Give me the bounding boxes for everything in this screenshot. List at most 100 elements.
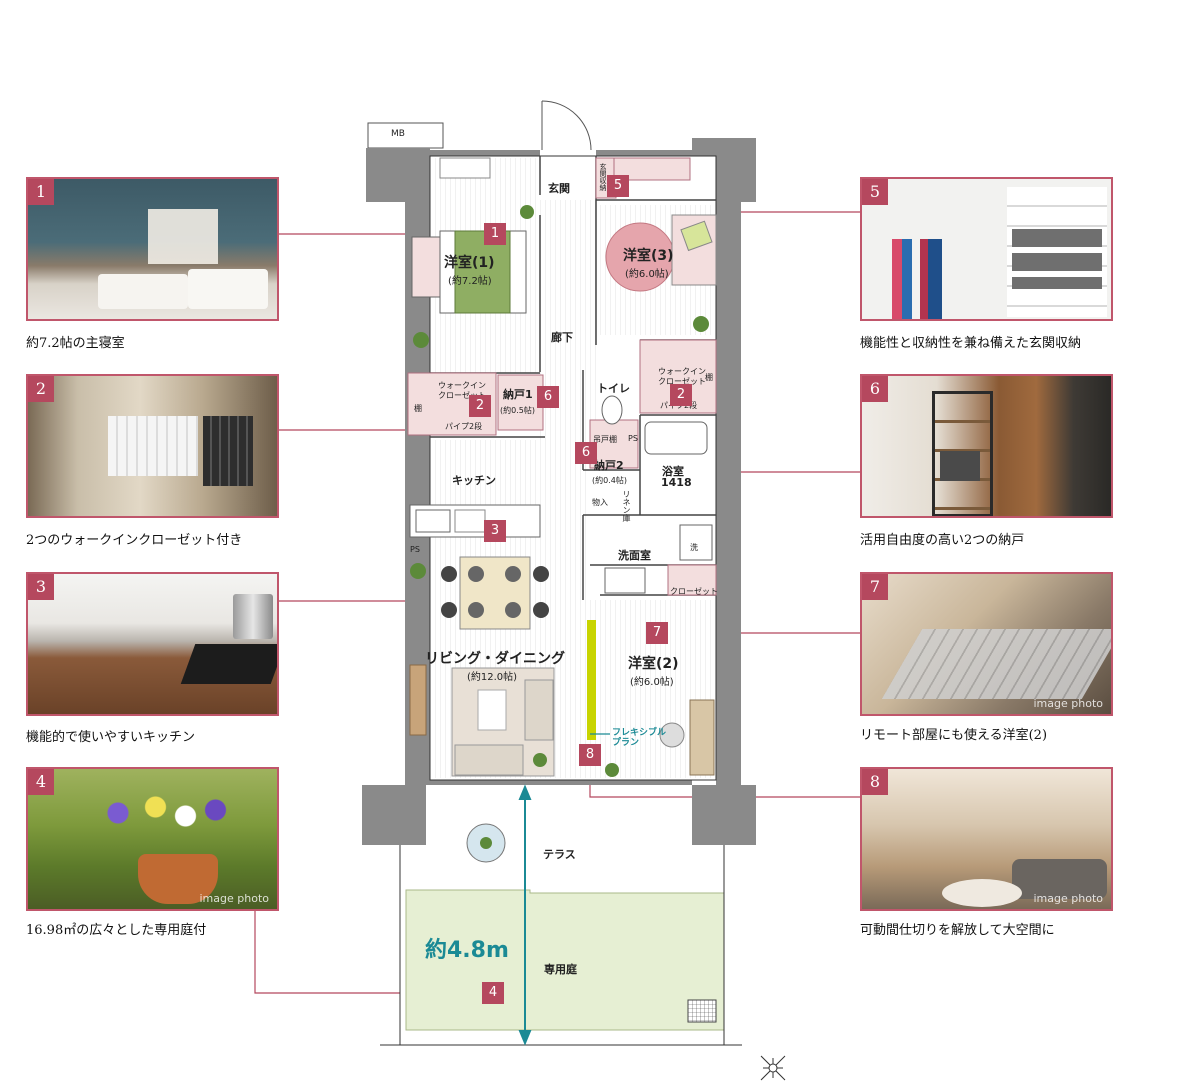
marker-7: 7 bbox=[646, 622, 668, 644]
marker-6-nando1: 6 bbox=[537, 386, 559, 408]
garden-flowers bbox=[88, 789, 238, 849]
photo-caption: 16.98㎡の広々とした専用庭付 bbox=[26, 923, 207, 938]
photo-remote-room: 7 image photo bbox=[860, 572, 1113, 716]
photo-number-badge: 8 bbox=[862, 769, 888, 795]
bedroom-window bbox=[148, 209, 218, 264]
western3-size: (約6.0帖) bbox=[625, 269, 669, 280]
image-photo-watermark: image photo bbox=[1033, 892, 1104, 905]
linen-label: リネン庫 bbox=[622, 490, 631, 522]
storage-boxes bbox=[1012, 229, 1102, 289]
shelf-left-label: 棚 bbox=[414, 404, 422, 413]
western2-label: 洋室(2) bbox=[628, 656, 679, 672]
image-photo-watermark: image photo bbox=[199, 892, 270, 905]
marker-2-left: 2 bbox=[469, 395, 491, 417]
photo-caption: リモート部屋にも使える洋室(2) bbox=[860, 728, 1048, 743]
sink-icon bbox=[604, 567, 646, 594]
nando1-label: 納戸1 bbox=[503, 388, 533, 401]
photo-number-badge: 7 bbox=[862, 574, 888, 600]
closet-dark-clothes bbox=[203, 416, 253, 486]
terrace-label: テラス bbox=[543, 848, 576, 861]
photo-bedroom: 1 bbox=[26, 177, 279, 321]
wash-mark: 洗 bbox=[690, 543, 698, 552]
umbrellas bbox=[892, 239, 942, 319]
shelf-right-label: 棚 bbox=[705, 373, 713, 382]
photo-caption: 活用自由度の高い2つの納戸 bbox=[860, 533, 1025, 548]
open-space-sofa bbox=[1012, 859, 1107, 899]
storeroom-box bbox=[940, 451, 980, 481]
marker-5: 5 bbox=[607, 175, 629, 197]
ps-label-toilet: PS bbox=[628, 434, 638, 443]
closet-label: クローゼット bbox=[670, 587, 718, 596]
western1-label: 洋室(1) bbox=[444, 255, 495, 271]
photo-caption: 機能性と収納性を兼ね備えた玄関収納 bbox=[860, 336, 1082, 351]
washroom-label: 洗面室 bbox=[618, 549, 651, 562]
photo-storeroom: 6 bbox=[860, 374, 1113, 518]
table-icon bbox=[441, 556, 549, 630]
width-dimension-label: 約4.8m bbox=[425, 938, 509, 963]
genkan-label: 玄関 bbox=[548, 182, 570, 195]
photo-entrance-storage: 5 bbox=[860, 177, 1113, 321]
kitchen-pot bbox=[233, 594, 273, 639]
photo-caption: 2つのウォークインクローゼット付き bbox=[26, 533, 243, 548]
photo-kitchen: 3 bbox=[26, 572, 279, 716]
tv-board bbox=[409, 664, 427, 736]
photo-caption: 約7.2帖の主寝室 bbox=[26, 336, 125, 351]
bed-icon bbox=[411, 230, 527, 314]
nando2-size: (約0.4帖) bbox=[592, 476, 627, 485]
pipe-left-label: パイプ2段 bbox=[445, 422, 483, 431]
genkan-storage-label: 玄関収納 bbox=[599, 163, 607, 191]
bedroom-bed-right bbox=[188, 269, 268, 309]
western3-label: 洋室(3) bbox=[623, 248, 674, 264]
plant-icon bbox=[410, 205, 709, 849]
toilet-label: トイレ bbox=[597, 382, 630, 395]
bedroom-bed-left bbox=[98, 274, 188, 309]
marker-6-nando2: 6 bbox=[575, 442, 597, 464]
flexible-plan-label: フレキシブル プラン bbox=[612, 728, 667, 748]
photo-number-badge: 6 bbox=[862, 376, 888, 402]
photo-number-badge: 4 bbox=[28, 769, 54, 795]
photo-closet: 2 bbox=[26, 374, 279, 518]
open-space-rug bbox=[942, 879, 1022, 907]
dimension-arrow bbox=[518, 784, 532, 1046]
photo-garden: 4 image photo bbox=[26, 767, 279, 911]
sofa-icon bbox=[451, 667, 555, 777]
ps-label-kitchen: PS bbox=[410, 545, 420, 554]
western1-size: (約7.2帖) bbox=[448, 276, 492, 287]
desk-icon bbox=[689, 699, 715, 776]
nando2-label: 納戸2 bbox=[594, 459, 624, 472]
photo-caption: 機能的で使いやすいキッチン bbox=[26, 730, 196, 745]
compass-icon bbox=[760, 1055, 786, 1081]
garden-label: 専用庭 bbox=[544, 963, 577, 976]
closet-shirts bbox=[108, 416, 198, 476]
bathtub-icon bbox=[644, 421, 708, 455]
nando1-size: (約0.5帖) bbox=[500, 406, 535, 415]
mb-label: MB bbox=[391, 129, 405, 139]
storage-rooms bbox=[407, 157, 717, 596]
image-photo-watermark: image photo bbox=[1033, 697, 1104, 710]
bath-label: 浴室 bbox=[662, 465, 684, 478]
marker-4: 4 bbox=[482, 982, 504, 1004]
photo-number-badge: 5 bbox=[862, 179, 888, 205]
marker-8: 8 bbox=[579, 744, 601, 766]
wic-left-label: ウォークイン クローゼット bbox=[438, 381, 486, 400]
photo-number-badge: 3 bbox=[28, 574, 54, 600]
mb-box bbox=[367, 122, 444, 149]
kitchen-label: キッチン bbox=[452, 474, 496, 487]
toilet-shelf-label: 吊戸棚 bbox=[593, 435, 617, 444]
wic-right-label: ウォークイン クローゼット bbox=[658, 367, 706, 386]
photo-open-space: 8 image photo bbox=[860, 767, 1113, 911]
drain-grate-icon bbox=[687, 999, 717, 1023]
western2-size: (約6.0帖) bbox=[630, 677, 674, 688]
photo-number-badge: 1 bbox=[28, 179, 54, 205]
toilet-icon bbox=[601, 395, 623, 425]
bath-size: 1418 bbox=[661, 476, 692, 489]
living-label: リビング・ダイニング bbox=[425, 651, 565, 667]
photo-number-badge: 2 bbox=[28, 376, 54, 402]
living-size: (約12.0帖) bbox=[467, 672, 518, 683]
monoire-label: 物入 bbox=[592, 498, 608, 507]
hallway-label: 廊下 bbox=[551, 331, 573, 344]
entrance-door bbox=[541, 100, 592, 151]
marker-2-right: 2 bbox=[670, 384, 692, 406]
flexible-wall bbox=[587, 620, 596, 740]
